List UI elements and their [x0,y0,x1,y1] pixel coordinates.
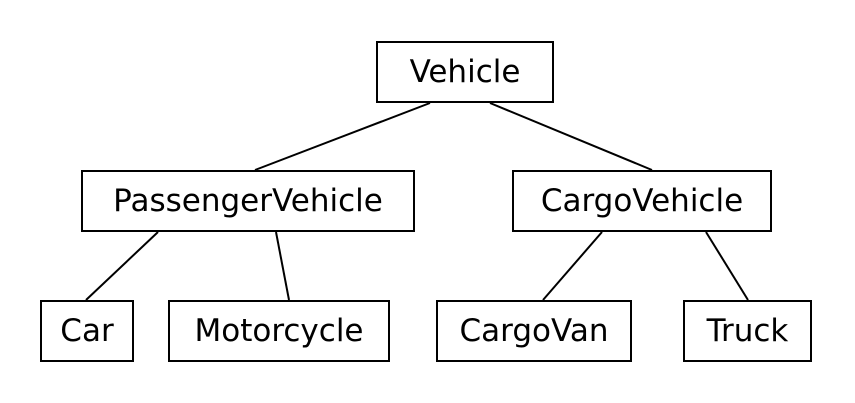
edge-cargovehicle-cargovan [542,231,603,301]
node-vehicle: Vehicle [376,41,554,103]
node-passengervehicle: PassengerVehicle [81,170,415,232]
node-truck: Truck [683,300,812,362]
edge-cargovehicle-truck [705,231,749,301]
node-motorcycle: Motorcycle [168,300,390,362]
edge-vehicle-passengervehicle [254,102,431,171]
node-car: Car [40,300,134,362]
node-cargovehicle: CargoVehicle [512,170,772,232]
edge-vehicle-cargovehicle [489,102,653,171]
edge-passengervehicle-motorcycle [275,231,290,301]
edge-passengervehicle-car [85,231,159,301]
node-cargovan: CargoVan [436,300,632,362]
